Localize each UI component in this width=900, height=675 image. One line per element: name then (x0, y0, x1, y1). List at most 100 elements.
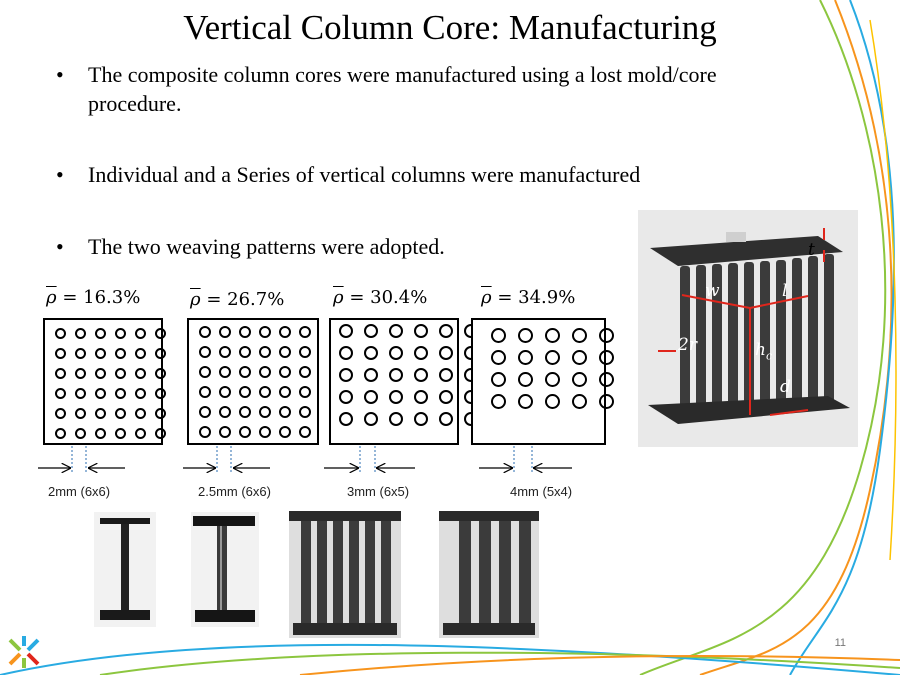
label-t: t (808, 240, 815, 260)
column-hole (389, 368, 403, 382)
column-hole (239, 326, 251, 338)
column-hole (219, 366, 231, 378)
column-hole (414, 390, 428, 404)
column-hole (414, 324, 428, 338)
density-label-1: ρ = 16.3% (46, 287, 140, 308)
column-hole (219, 326, 231, 338)
column-hole (299, 366, 311, 378)
column-hole (439, 390, 453, 404)
column-hole (259, 366, 271, 378)
column-hole (389, 390, 403, 404)
column-hole (155, 428, 166, 439)
column-hole (199, 326, 211, 338)
column-hole (75, 408, 86, 419)
column-hole (279, 406, 291, 418)
column-hole (518, 350, 533, 365)
density-label-2: ρ = 26.7% (190, 289, 284, 310)
column-hole (115, 388, 126, 399)
column-hole (572, 328, 587, 343)
column-hole (299, 406, 311, 418)
rho-symbol: ρ (190, 289, 201, 310)
dimension-label-2: 2.5mm (6x6) (198, 484, 271, 499)
column-hole (259, 426, 271, 438)
column-hole (135, 408, 146, 419)
density-value: = 16.3% (56, 287, 141, 308)
label-hc: hc (755, 340, 772, 362)
column-hole (155, 328, 166, 339)
label-2r: 2r (678, 335, 697, 355)
column-hole (115, 328, 126, 339)
column-hole (518, 394, 533, 409)
column-hole (239, 426, 251, 438)
rho-symbol: ρ (333, 287, 344, 308)
column-pattern-panel-2 (187, 318, 319, 445)
column-hole (75, 348, 86, 359)
column-hole (339, 368, 353, 382)
column-hole (95, 388, 106, 399)
column-hole (55, 328, 66, 339)
column-hole (364, 390, 378, 404)
column-hole (55, 408, 66, 419)
column-hole (155, 388, 166, 399)
column-hole (55, 388, 66, 399)
column-hole (599, 350, 614, 365)
column-hole (572, 394, 587, 409)
column-hole (239, 346, 251, 358)
column-hole (279, 346, 291, 358)
column-hole (279, 326, 291, 338)
slide-title: Vertical Column Core: Manufacturing (183, 8, 717, 47)
column-hole (572, 350, 587, 365)
column-hole (115, 348, 126, 359)
dimension-label-4: 4mm (5x4) (510, 484, 573, 499)
column-hole (364, 368, 378, 382)
density-value: = 26.7% (200, 289, 285, 310)
label-l: l (782, 281, 788, 301)
column-hole (339, 390, 353, 404)
column-hole (239, 386, 251, 398)
column-hole (491, 328, 506, 343)
rho-symbol: ρ (481, 287, 492, 308)
column-hole (135, 428, 146, 439)
page-number: 11 (834, 637, 846, 649)
column-hole (95, 328, 106, 339)
column-hole (414, 346, 428, 360)
bullet-text: The composite column cores were manufact… (88, 62, 717, 87)
column-hole (518, 328, 533, 343)
bullet-text: The two weaving patterns were adopted. (88, 234, 445, 259)
specimen-photo-annotated (638, 210, 858, 447)
column-hole (389, 346, 403, 360)
column-hole (55, 428, 66, 439)
column-hole (239, 366, 251, 378)
column-hole (279, 366, 291, 378)
density-value: = 34.9% (491, 287, 576, 308)
column-pattern-panel-1 (43, 318, 166, 445)
column-hole (199, 426, 211, 438)
column-hole (75, 428, 86, 439)
column-hole (439, 324, 453, 338)
column-hole (135, 368, 146, 379)
column-hole (389, 412, 403, 426)
column-hole (599, 372, 614, 387)
column-hole (55, 348, 66, 359)
column-hole (439, 368, 453, 382)
column-hole (439, 412, 453, 426)
dimension-label-1: 2mm (6x6) (48, 484, 111, 499)
bullet-text: procedure. (88, 91, 182, 116)
column-hole (364, 346, 378, 360)
column-hole (219, 406, 231, 418)
column-hole (599, 394, 614, 409)
column-hole (299, 346, 311, 358)
rho-symbol: ρ (46, 287, 57, 308)
column-hole (279, 426, 291, 438)
column-hole (219, 346, 231, 358)
column-hole (239, 406, 251, 418)
column-series-photo-1 (289, 511, 401, 638)
column-hole (299, 426, 311, 438)
column-hole (572, 372, 587, 387)
column-hole (95, 408, 106, 419)
column-hole (339, 412, 353, 426)
column-hole (155, 368, 166, 379)
column-hole (199, 386, 211, 398)
column-hole (518, 372, 533, 387)
column-hole (339, 346, 353, 360)
